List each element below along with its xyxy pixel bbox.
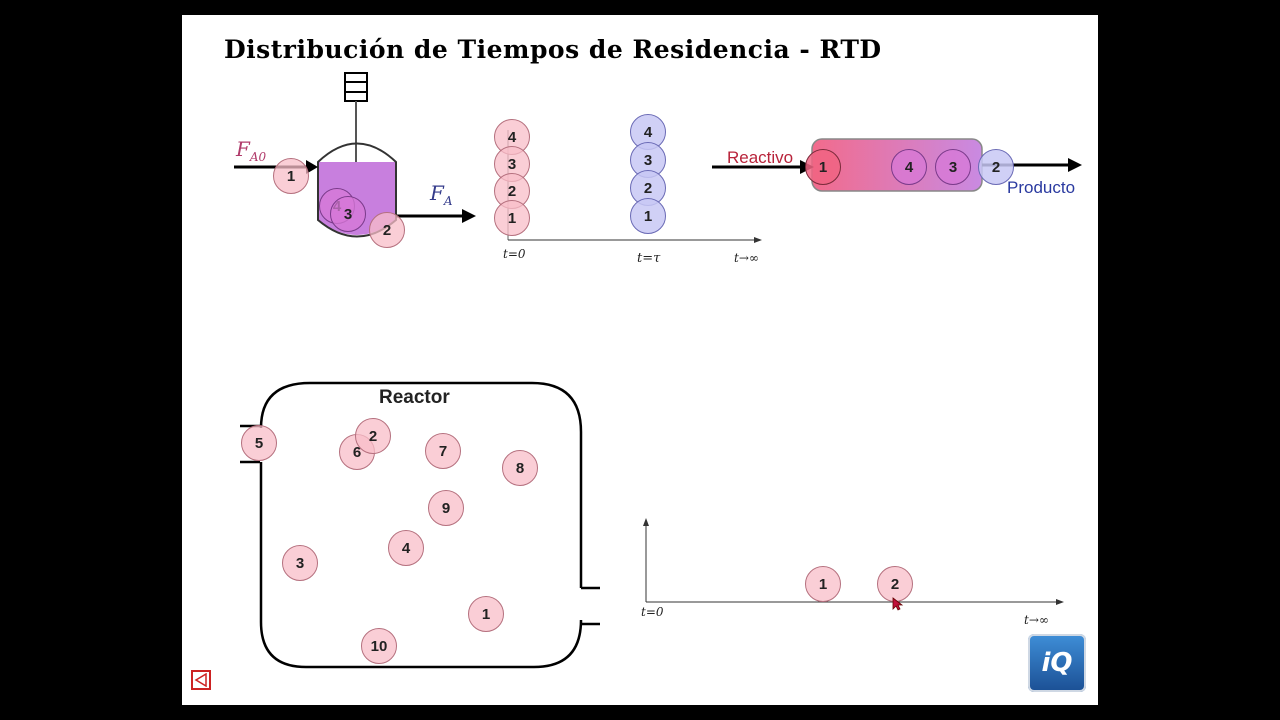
- cstr-inlet-subscript: A0: [249, 150, 267, 164]
- rtd-tick-t0: t=0: [641, 605, 664, 619]
- reactor-particle: 3: [282, 545, 318, 581]
- mouse-cursor-icon: [892, 597, 904, 611]
- reactor-particle: 8: [502, 450, 538, 486]
- pfr-tube-particle: 2: [978, 149, 1014, 185]
- triangle-left-icon: [194, 673, 207, 687]
- iq-logo: iQ: [1028, 634, 1086, 692]
- slide-title: Distribución de Tiempos de Residencia - …: [224, 35, 882, 64]
- reactor-particle: 10: [361, 628, 397, 664]
- reactor-particle: 2: [355, 418, 391, 454]
- reactor-particle: 1: [468, 596, 504, 632]
- reactor-particle: 4: [388, 530, 424, 566]
- reactor-particle: 7: [425, 433, 461, 469]
- back-button[interactable]: [191, 670, 211, 690]
- cstr-particle: 2: [369, 212, 405, 248]
- cstr-inlet-label: FA0: [236, 137, 266, 164]
- rtd-axis-lines: [643, 518, 1064, 605]
- slide: Distribución de Tiempos de Residencia - …: [182, 15, 1098, 705]
- reactor-particle: 9: [428, 490, 464, 526]
- cstr-outlet-subscript: A: [443, 194, 453, 208]
- pfr-timeline: 4 3 2 1 4 3 2 1 t=0 t=τ t→∞: [482, 110, 782, 285]
- reactor-label: Reactor: [379, 387, 450, 408]
- pfr-outlet-label: Producto: [1007, 178, 1076, 197]
- cstr-outlet-symbol: F: [430, 181, 444, 205]
- pfr-t0-particle: 1: [494, 200, 530, 236]
- rtd-axis: t=0 t→∞ 1 2: [632, 510, 1072, 635]
- pfr-tick-t0: t=0: [503, 247, 526, 261]
- rtd-exited-particle: 1: [805, 566, 841, 602]
- pfr-tube-particle: 1: [805, 149, 841, 185]
- cstr-diagram: FA0 FA 1 4 3 2: [182, 15, 1098, 315]
- pfr-tube-diagram: Reactivo Producto 1 4 3 2: [702, 125, 1098, 225]
- reactor-box: Reactor 5 6 2 7 8 9 3 4 1 10: [222, 370, 612, 675]
- cstr-particle: 3: [330, 196, 366, 232]
- pfr-inlet-label: Reactivo: [727, 148, 794, 167]
- pfr-tube-particle: 3: [935, 149, 971, 185]
- reactor-particle: 5: [241, 425, 277, 461]
- pfr-tau-particle: 1: [630, 198, 666, 234]
- reactor-outline: [240, 381, 600, 669]
- cstr-particle: 1: [273, 158, 309, 194]
- pfr-tick-tau: t=τ: [637, 251, 661, 266]
- cstr-outlet-label: FA: [430, 181, 453, 208]
- iq-logo-text: iQ: [1041, 648, 1073, 678]
- rtd-tick-inf: t→∞: [1024, 613, 1049, 627]
- cstr-inlet-symbol: F: [236, 137, 250, 161]
- pfr-tick-inf: t→∞: [734, 251, 759, 265]
- pfr-tube-particle: 4: [891, 149, 927, 185]
